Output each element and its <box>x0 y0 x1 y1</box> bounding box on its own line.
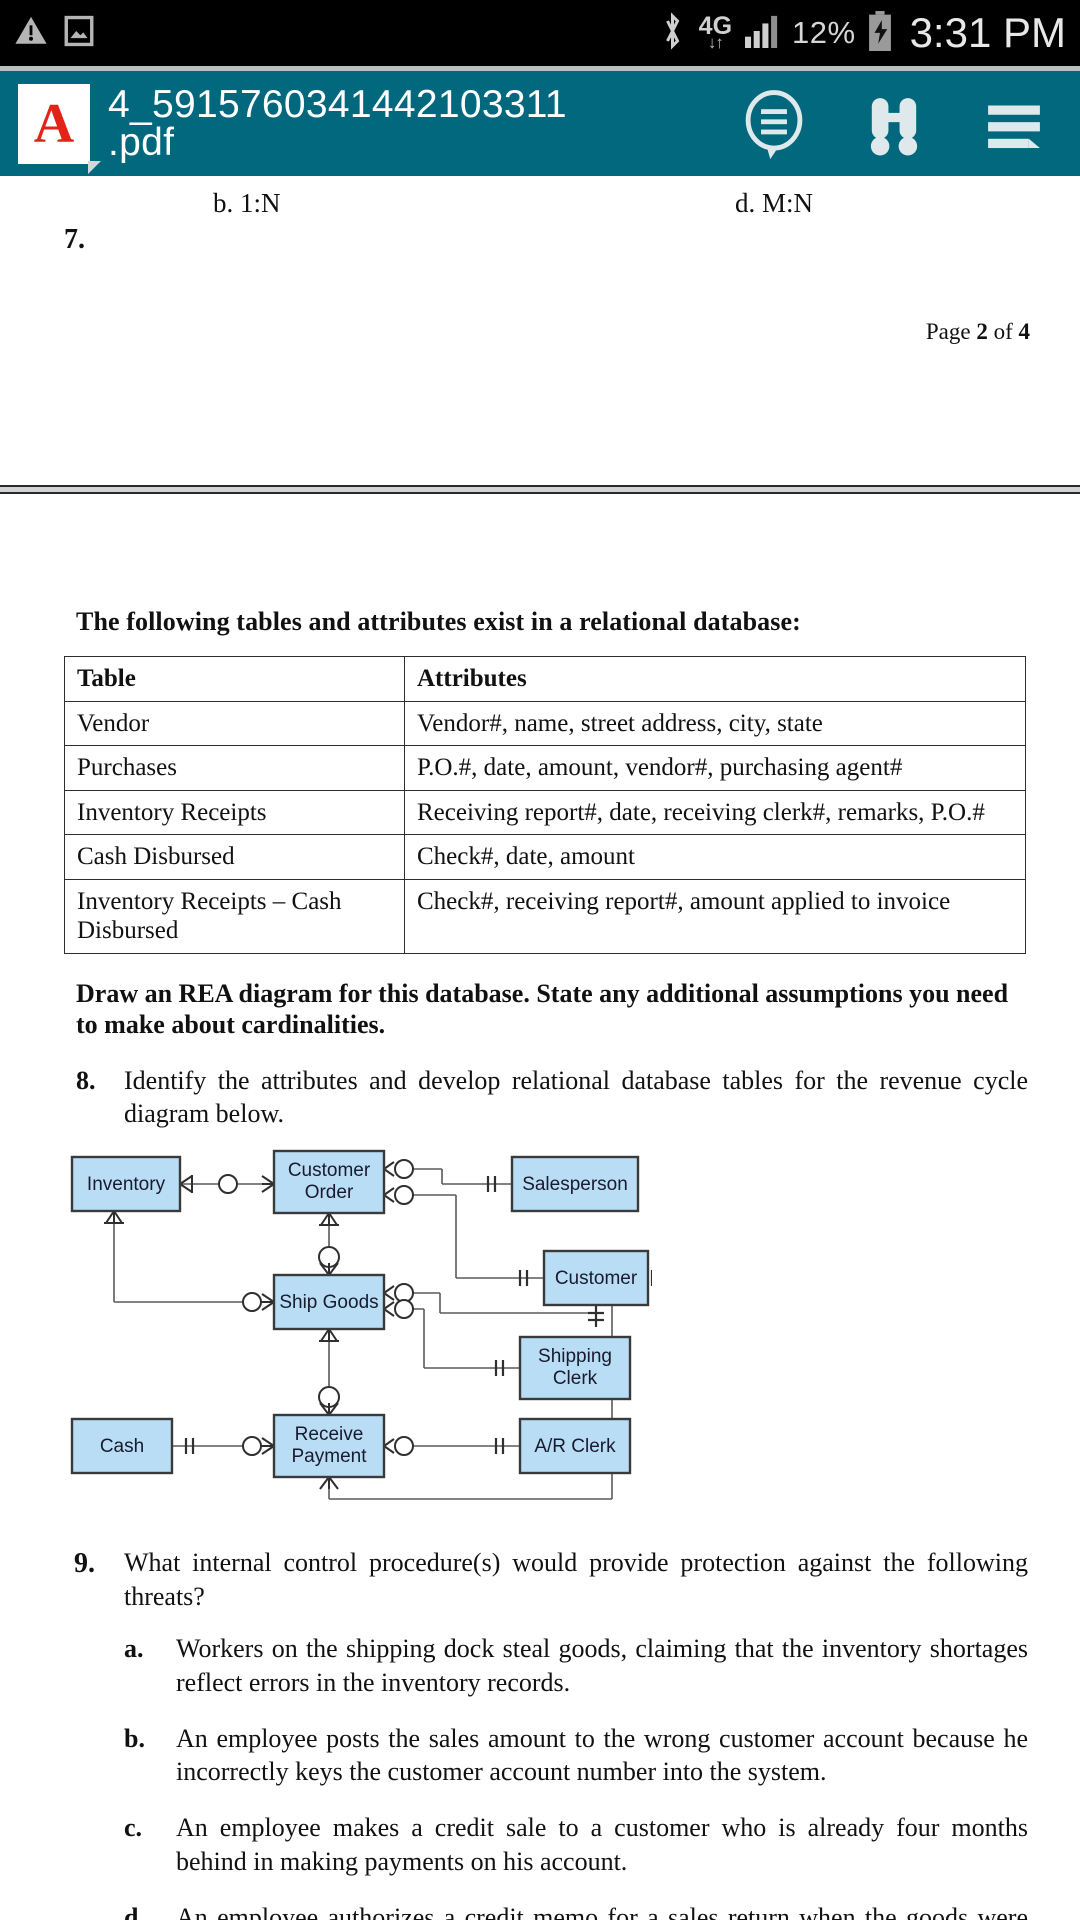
comment-icon[interactable] <box>736 86 812 162</box>
item-label: b. <box>124 1723 145 1753</box>
table-header-row: Table Attributes <box>64 656 1026 702</box>
cell-table-name: Inventory Receipts <box>64 789 405 835</box>
battery-percent-label: 12% <box>792 15 856 50</box>
page-total: 4 <box>1018 319 1031 344</box>
toolbar-actions <box>736 86 1062 162</box>
svg-text:Customer: Customer <box>555 1268 638 1289</box>
question-8-text: Identify the attributes and develop rela… <box>124 1065 1028 1128</box>
bluetooth-icon <box>657 11 688 56</box>
svg-text:Customer: Customer <box>288 1160 371 1181</box>
revenue-cycle-rea-diagram: Inventory Customer Order Salesperson Cus… <box>52 1147 652 1532</box>
cell-table-name: Purchases <box>64 745 405 791</box>
pdf-app-toolbar: A 4_5915760341442103311 .pdf <box>0 71 1080 176</box>
cell-attributes: Vendor#, name, street address, city, sta… <box>404 700 1026 746</box>
cell-table-name: Vendor <box>64 700 405 746</box>
signal-bars-icon <box>743 14 781 53</box>
table-row: Purchases P.O.#, date, amount, vendor#, … <box>64 745 1026 791</box>
item-text: Workers on the shipping dock steal goods… <box>176 1634 1028 1697</box>
item-text: An employee makes a credit sale to a cus… <box>176 1813 1028 1877</box>
pdf-file-icon: A <box>18 83 101 174</box>
question-9-number: 9. <box>74 1548 95 1580</box>
page-current: 2 <box>976 319 988 344</box>
choice-d: d. M:N <box>735 188 814 218</box>
table-row: Cash Disbursed Check#, date, amount <box>64 834 1026 880</box>
threat-list: a. Workers on the shipping dock steal goo… <box>76 1632 1028 1920</box>
svg-text:Cash: Cash <box>100 1436 144 1457</box>
cell-attributes: Receiving report#, date, receiving clerk… <box>404 789 1026 835</box>
item-text: An employee authorizes a credit memo for… <box>176 1902 1028 1920</box>
item-text: An employee posts the sales amount to th… <box>176 1723 1028 1787</box>
page-title: 4_5915760341442103311 .pdf <box>108 82 567 164</box>
page-separator <box>0 485 1080 494</box>
table-row: Inventory Receipts – Cash Disbursed Chec… <box>64 878 1026 954</box>
document-name-line2: .pdf <box>108 120 175 164</box>
cell-attributes: Check#, date, amount <box>404 834 1026 880</box>
list-item: c. An employee makes a credit sale to a c… <box>124 1811 1028 1879</box>
item-label: a. <box>124 1634 144 1664</box>
question-7-number: 7. <box>64 224 85 255</box>
list-item: b. An employee posts the sales amount to … <box>124 1722 1028 1790</box>
draw-rea-instruction: Draw an REA diagram for this database. S… <box>76 978 1009 1040</box>
pdf-glyph: A <box>33 92 75 155</box>
svg-text:Ship Goods: Ship Goods <box>279 1292 378 1313</box>
pdf-page-current: The following tables and attributes exis… <box>0 494 1080 1920</box>
question-8-number: 8. <box>76 1065 96 1095</box>
relational-database-table: Table Attributes Vendor Vendor#, name, s… <box>64 656 1026 954</box>
choice-b: b. 1:N <box>213 188 281 218</box>
svg-text:Salesperson: Salesperson <box>522 1174 628 1195</box>
list-item: d. An employee authorizes a credit memo f… <box>124 1901 1028 1920</box>
svg-text:Inventory: Inventory <box>87 1174 166 1195</box>
status-left-icons <box>14 14 96 53</box>
network-4g-icon: 4G↓↑ <box>698 11 733 53</box>
cell-table-name: Cash Disbursed <box>64 834 405 880</box>
battery-charging-icon <box>867 10 893 56</box>
column-header-attributes: Attributes <box>404 656 1026 702</box>
page-mid: of <box>987 319 1019 344</box>
list-item: a. Workers on the shipping dock steal goo… <box>124 1632 1028 1700</box>
pdf-icon-corner <box>88 160 101 174</box>
svg-text:Order: Order <box>305 1182 354 1203</box>
screenshot-image-icon <box>62 14 96 53</box>
pdf-page-viewer[interactable]: b. 1:N d. M:N 7. Page 2 of 4 The followi… <box>0 176 1080 1920</box>
svg-text:Receive: Receive <box>295 1424 364 1445</box>
item-label: d. <box>124 1902 145 1920</box>
document-name-line1: 4_5915760341442103311 <box>108 82 567 126</box>
cell-attributes: P.O.#, date, amount, vendor#, purchasing… <box>404 745 1026 791</box>
android-status-bar: 4G↓↑ 12% 3:31 PM <box>0 0 1080 66</box>
cell-attributes: Check#, receiving report#, amount applie… <box>404 878 1026 954</box>
menu-icon[interactable] <box>976 86 1052 162</box>
question-8: 8. Identify the attributes and develop r… <box>76 1065 1028 1131</box>
svg-text:Clerk: Clerk <box>553 1368 598 1389</box>
table-row: Vendor Vendor#, name, street address, ci… <box>64 700 1026 746</box>
table-row: Inventory Receipts Receiving report#, da… <box>64 789 1026 835</box>
svg-text:Shipping: Shipping <box>538 1346 612 1367</box>
question-9-text: What internal control procedure(s) would… <box>124 1548 1028 1612</box>
column-header-table: Table <box>64 656 405 702</box>
svg-text:A/R Clerk: A/R Clerk <box>534 1436 616 1457</box>
question-9: 9. What internal control procedure(s) wo… <box>74 1546 1028 1614</box>
warning-triangle-icon <box>14 14 48 53</box>
pdf-page-previous: b. 1:N d. M:N 7. Page 2 of 4 <box>0 176 1080 485</box>
svg-text:Payment: Payment <box>292 1446 368 1467</box>
status-right-icons: 4G↓↑ 12% 3:31 PM <box>657 9 1066 57</box>
item-label: c. <box>124 1813 143 1843</box>
bookmark-icon[interactable] <box>856 86 932 162</box>
page-footer-label: Page 2 of 4 <box>926 319 1030 345</box>
status-clock: 3:31 PM <box>909 9 1066 56</box>
cell-table-name: Inventory Receipts – Cash Disbursed <box>64 878 405 954</box>
status-divider <box>0 66 1080 71</box>
page-prefix: Page <box>925 319 977 344</box>
section-lead-text: The following tables and attributes exis… <box>76 607 801 636</box>
